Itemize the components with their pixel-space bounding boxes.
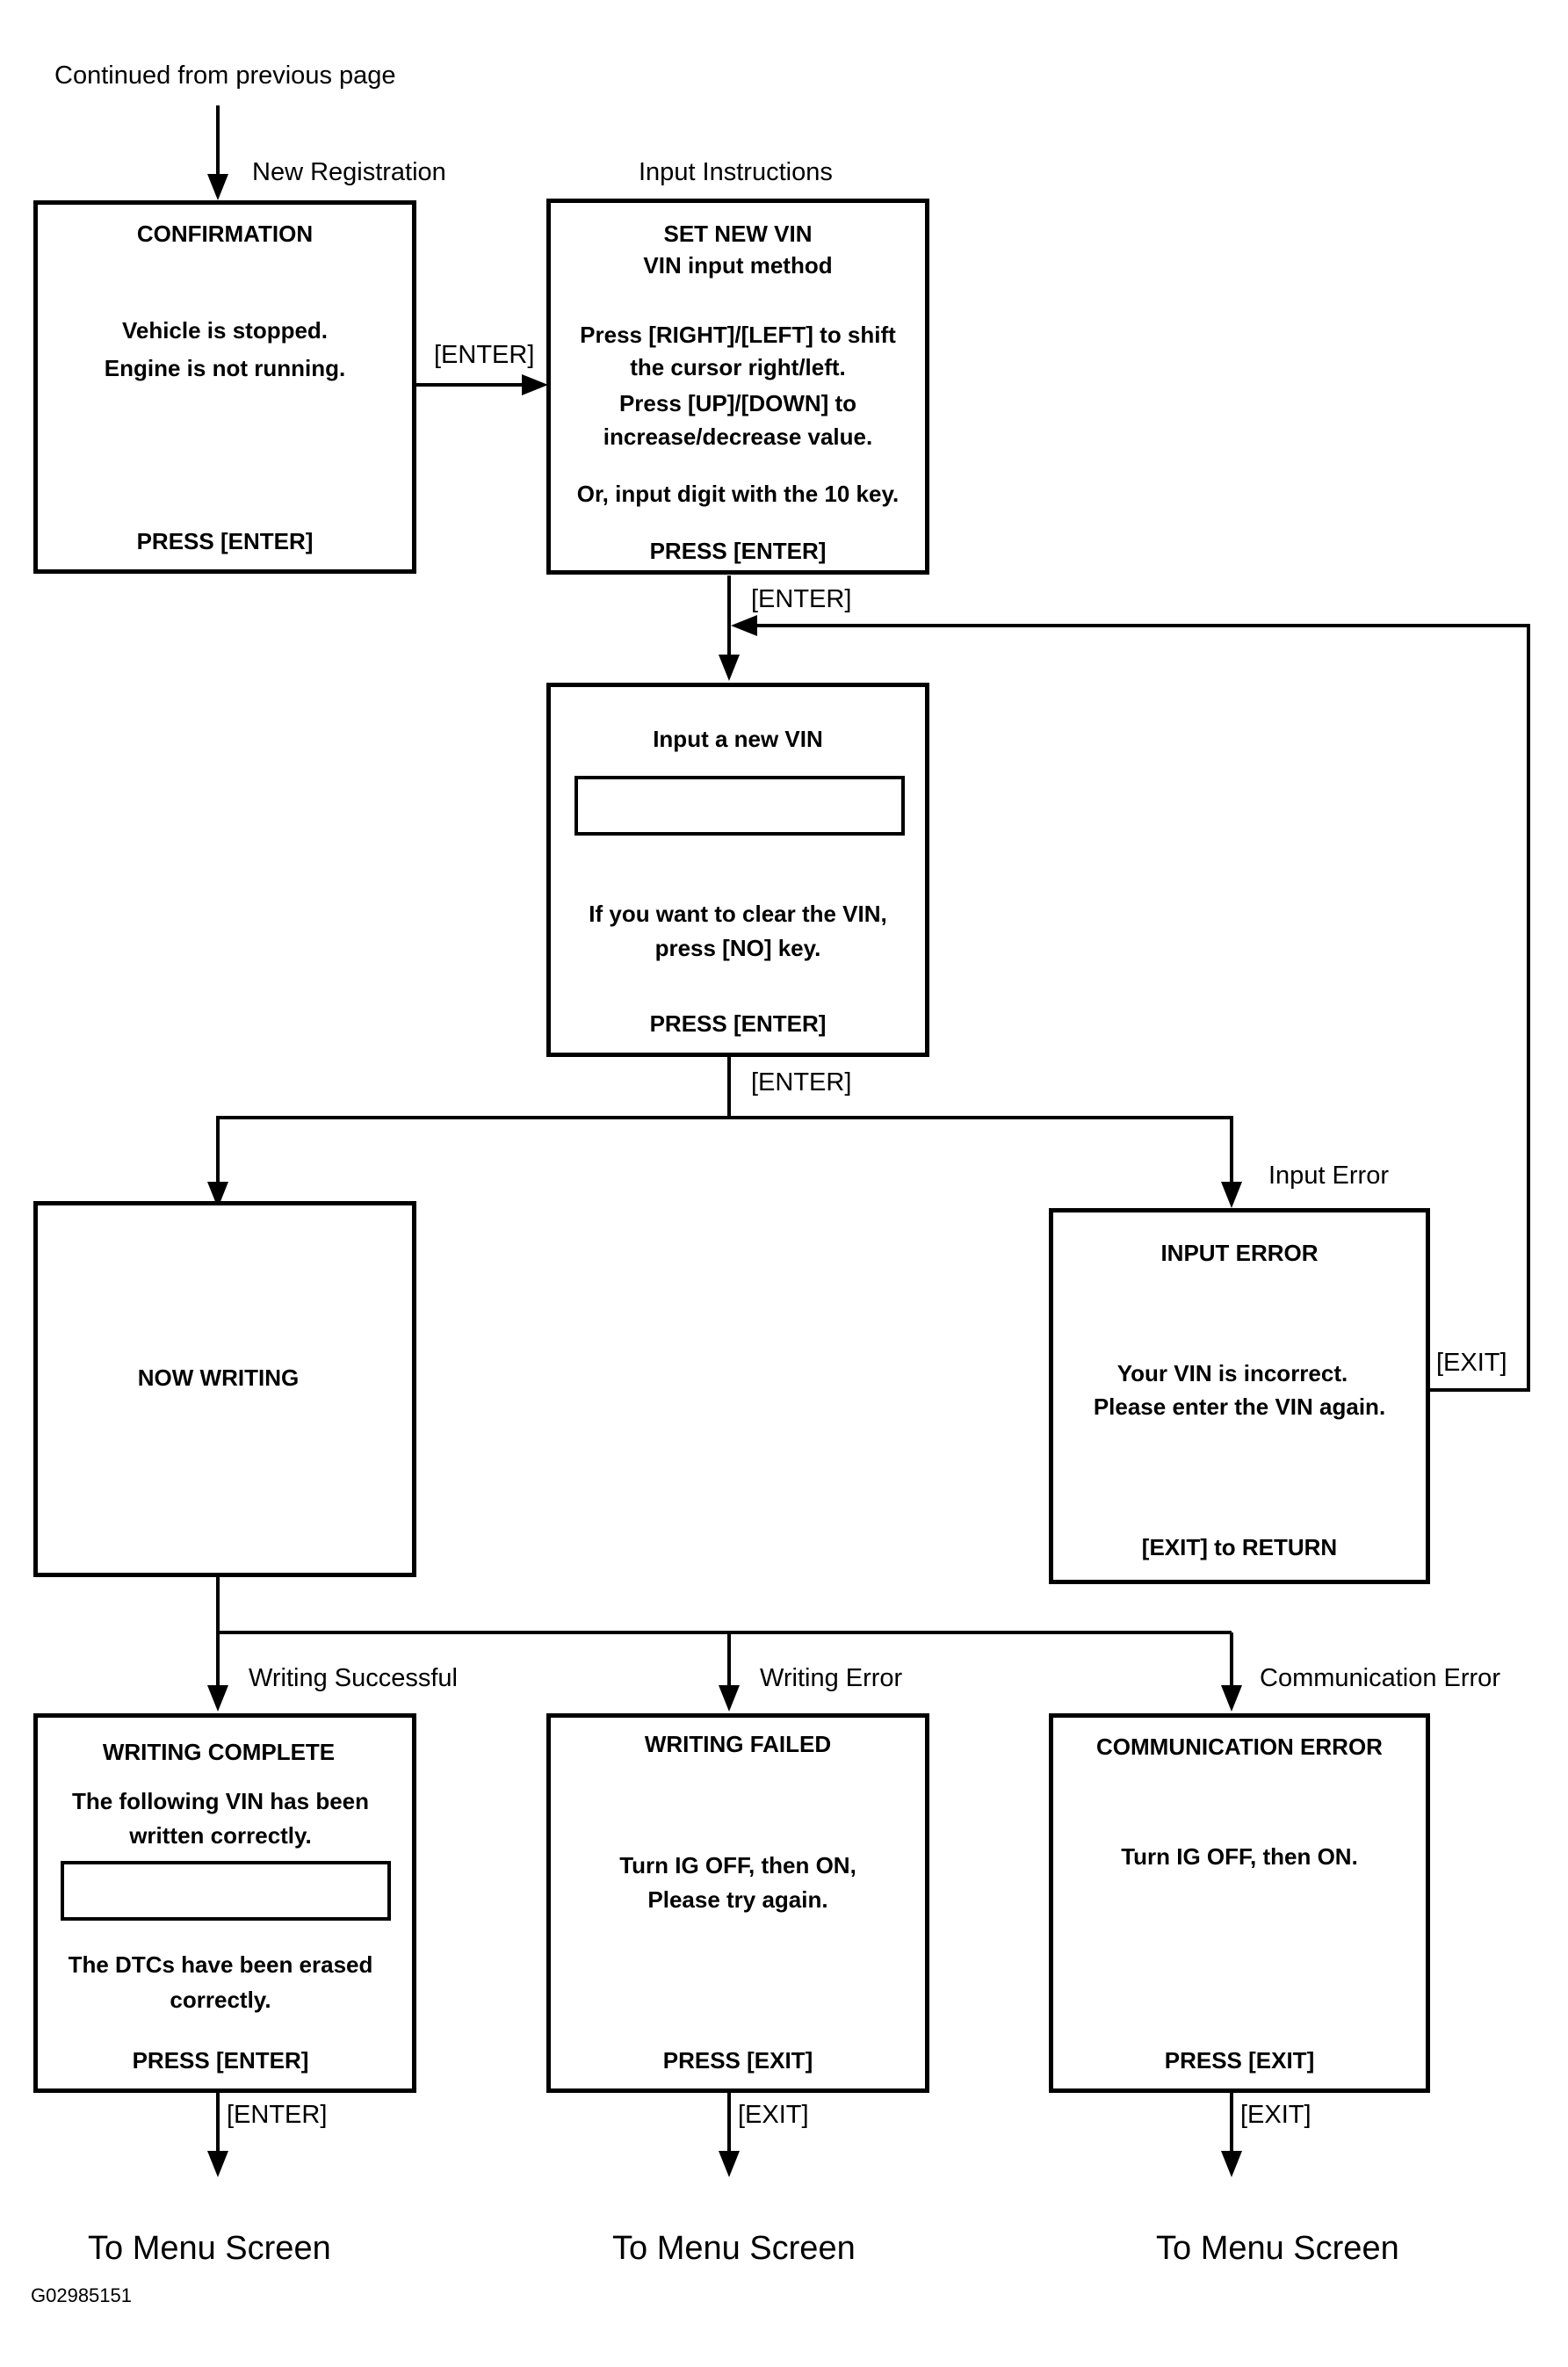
set-new-vin-subtitle: VIN input method — [643, 252, 833, 279]
now-writing-box: NOW WRITING — [33, 1201, 416, 1577]
enter-label-instructions: [ENTER] — [751, 585, 852, 613]
writing-failed-line-2: Please try again. — [647, 1886, 828, 1913]
writing-complete-line-1: The following VIN has been — [71, 1788, 370, 1814]
input-error-line-1: Your VIN is incorrect. — [1116, 1360, 1348, 1386]
to-menu-screen-2: To Menu Screen — [612, 2230, 856, 2267]
exit-loop-label: [EXIT] — [1436, 1349, 1507, 1377]
enter-out-label: [ENTER] — [227, 2101, 328, 2129]
figure-id: G02985151 — [31, 2284, 132, 2306]
set-new-vin-title: SET NEW VIN — [663, 221, 813, 247]
writing-failed-line-1: Turn IG OFF, then ON, — [619, 1852, 856, 1878]
confirmation-line-2: Engine is not running. — [104, 355, 346, 381]
input-error-title: INPUT ERROR — [1160, 1240, 1319, 1266]
now-writing-title: NOW WRITING — [137, 1364, 300, 1391]
set-new-vin-line-2: the cursor right/left. — [630, 354, 846, 380]
confirmation-box: CONFIRMATION Vehicle is stopped. Engine … — [33, 200, 416, 574]
writing-complete-line-3: The DTCs have been erased — [68, 1951, 373, 1978]
input-instructions-label: Input Instructions — [639, 158, 833, 186]
input-vin-footer: PRESS [ENTER] — [649, 1010, 827, 1037]
writing-failed-box: WRITING FAILED Turn IG OFF, then ON, Ple… — [546, 1713, 929, 2093]
writing-complete-line-2: written correctly. — [129, 1822, 312, 1849]
confirmation-title: CONFIRMATION — [136, 221, 314, 247]
to-menu-screen-3: To Menu Screen — [1156, 2230, 1399, 2267]
writing-failed-footer: PRESS [EXIT] — [662, 2047, 813, 2074]
to-menu-screen-1: To Menu Screen — [88, 2230, 331, 2267]
input-vin-line-2: press [NO] key. — [654, 935, 821, 961]
set-new-vin-line-1: Press [RIGHT]/[LEFT] to shift — [580, 322, 896, 348]
input-error-label: Input Error — [1268, 1162, 1389, 1190]
written-vin-field — [61, 1861, 391, 1921]
communication-error-label: Communication Error — [1260, 1664, 1500, 1692]
writing-complete-line-4: correctly. — [170, 1987, 271, 2013]
writing-error-label: Writing Error — [760, 1664, 903, 1692]
new-registration-label: New Registration — [252, 158, 446, 186]
exit-out-label-writing-failed: [EXIT] — [738, 2101, 809, 2129]
input-vin-line-1: If you want to clear the VIN, — [589, 901, 887, 927]
communication-error-footer: PRESS [EXIT] — [1164, 2047, 1315, 2074]
set-new-vin-footer: PRESS [ENTER] — [649, 538, 827, 564]
confirmation-footer: PRESS [ENTER] — [136, 528, 314, 554]
writing-successful-label: Writing Successful — [249, 1664, 458, 1692]
set-new-vin-line-3: Press [UP]/[DOWN] to — [618, 390, 857, 416]
confirmation-line-1: Vehicle is stopped. — [121, 317, 329, 344]
enter-label-input-vin: [ENTER] — [751, 1068, 852, 1097]
set-new-vin-line-5: Or, input digit with the 10 key. — [576, 481, 900, 507]
writing-complete-footer: PRESS [ENTER] — [132, 2047, 309, 2074]
input-vin-box: Input a new VIN If you want to clear the… — [546, 683, 929, 1057]
vin-entry-field[interactable] — [574, 776, 905, 836]
input-error-box: INPUT ERROR Your VIN is incorrect. Pleas… — [1049, 1208, 1430, 1584]
enter-label-confirmation: [ENTER] — [434, 341, 535, 369]
communication-error-line-1: Turn IG OFF, then ON. — [1121, 1843, 1358, 1870]
input-error-line-2: Please enter the VIN again. — [1093, 1393, 1386, 1420]
input-error-footer: [EXIT] to RETURN — [1141, 1534, 1338, 1560]
writing-failed-title: WRITING FAILED — [644, 1731, 832, 1757]
set-new-vin-box: SET NEW VIN VIN input method Press [RIGH… — [546, 199, 929, 575]
exit-out-label-communication: [EXIT] — [1240, 2101, 1311, 2129]
communication-error-box: COMMUNICATION ERROR Turn IG OFF, then ON… — [1049, 1713, 1430, 2093]
continued-label: Continued from previous page — [54, 62, 396, 90]
communication-error-title: COMMUNICATION ERROR — [1096, 1734, 1383, 1760]
writing-complete-title: WRITING COMPLETE — [102, 1739, 336, 1765]
writing-complete-box: WRITING COMPLETE The following VIN has b… — [33, 1713, 416, 2093]
set-new-vin-line-4: increase/decrease value. — [603, 423, 873, 450]
input-vin-title: Input a new VIN — [653, 726, 823, 752]
